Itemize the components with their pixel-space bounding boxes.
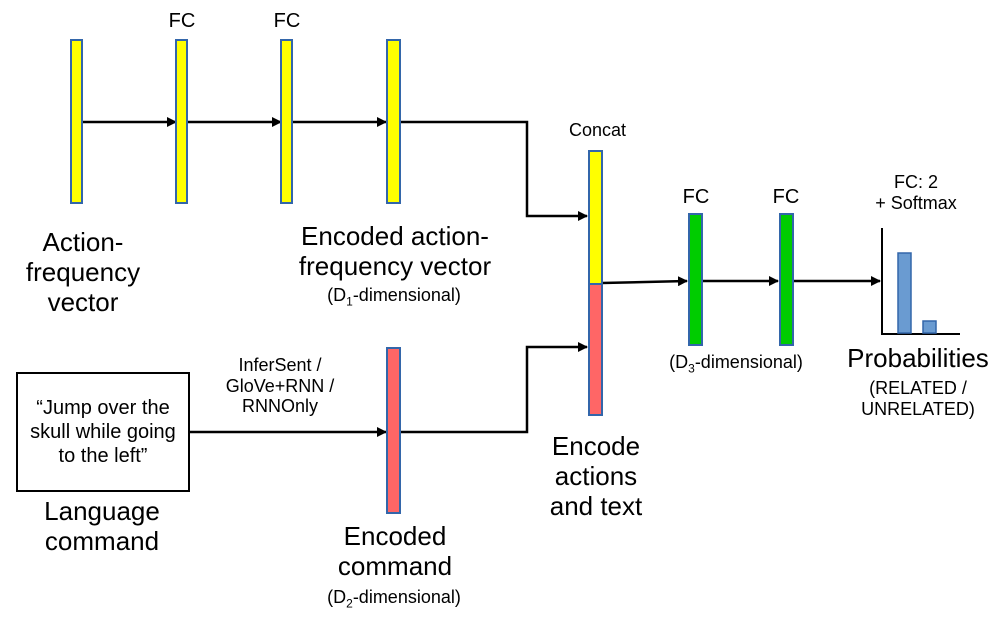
language-command-text: “Jump over the skull while going to the …: [30, 397, 176, 467]
encoded-action-frequency-label: Encoded action- frequency vector: [298, 221, 492, 281]
d2-dimension-label: (D2-dimensional): [327, 587, 461, 611]
encoded-command-label: Encoded command: [337, 521, 453, 581]
action-frequency-vector-label: Action- frequency vector: [25, 227, 141, 317]
probability-bar: [897, 252, 912, 334]
d1-dimension-label: (D1-dimensional): [327, 285, 461, 309]
arrow-encoded-command-to-concat: [401, 342, 588, 434]
layer-fc-3: [688, 213, 703, 346]
probabilities-classes-label: (RELATED / UNRELATED): [861, 378, 975, 419]
concat-label: Concat: [568, 120, 627, 140]
text-encoder-options-label: InferSent / GloVe+RNN / RNNOnly: [225, 355, 335, 417]
layer-fc-4: [779, 213, 794, 346]
layer-encoded-command: [386, 347, 401, 514]
layer-encoded-action-frequency: [386, 39, 401, 204]
fc-softmax-label: FC: 2 + Softmax: [875, 172, 957, 213]
fc-1-label: FC: [168, 10, 196, 32]
encode-actions-and-text-label: Encode actions and text: [549, 431, 643, 521]
language-command-box: “Jump over the skull while going to the …: [16, 372, 190, 492]
layer-fc-2: [280, 39, 293, 204]
layer-fc-1: [175, 39, 188, 204]
arrow-concat-to-fc3: [601, 276, 688, 287]
probabilities-label: Probabilities: [847, 343, 989, 373]
layer-concat-action-part: [588, 150, 603, 285]
fc-3-label: FC: [682, 186, 710, 208]
layer-action-frequency-input: [70, 39, 83, 204]
layer-concat-text-part: [588, 283, 603, 416]
arrow-encoded-action-to-concat: [401, 120, 588, 221]
d3-dimension-label: (D3-dimensional): [669, 352, 803, 376]
language-command-label: Language command: [44, 496, 160, 556]
fc-4-label: FC: [772, 186, 800, 208]
probability-bar: [922, 320, 937, 334]
fc-2-label: FC: [273, 10, 301, 32]
